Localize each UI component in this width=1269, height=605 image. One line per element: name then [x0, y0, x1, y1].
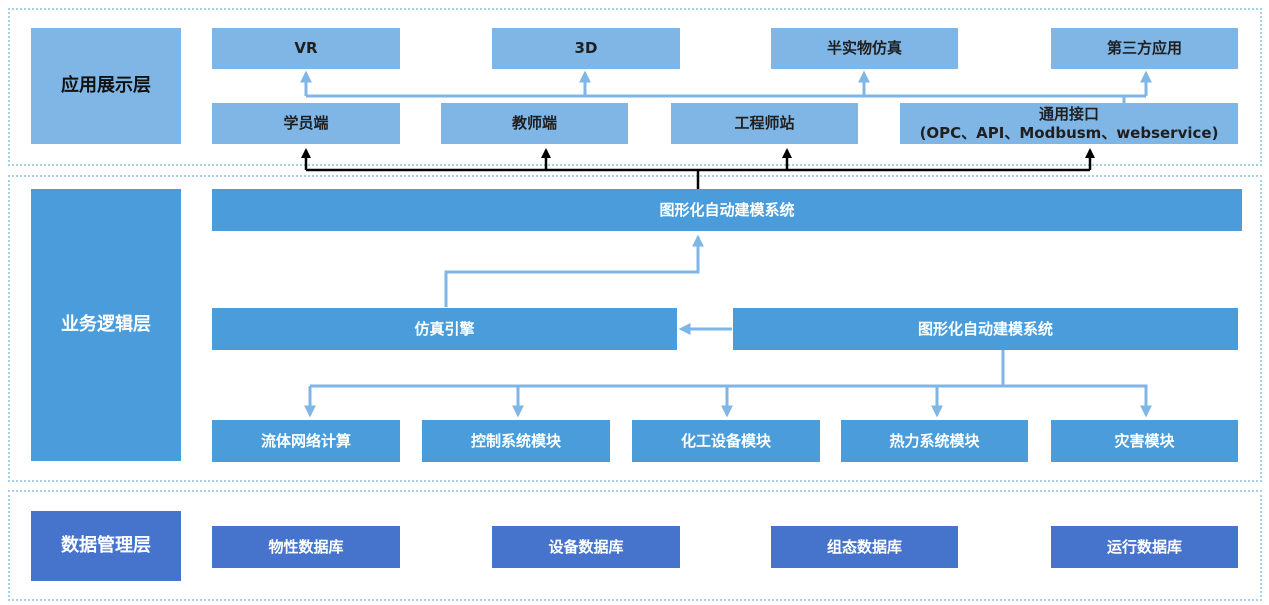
module-chemical-equipment: 化工设备模块	[632, 420, 820, 462]
application-layer-frame	[8, 8, 1262, 166]
modeling-system-box: 图形化自动建模系统	[212, 189, 1242, 231]
hardware-in-loop-box: 半实物仿真	[771, 28, 958, 69]
general-interface-box: 通用接口 (OPC、API、Modbusm、webservice)	[900, 103, 1238, 144]
equipment-database-box: 设备数据库	[492, 526, 680, 568]
logic-layer-frame	[8, 175, 1262, 482]
configuration-database-box: 组态数据库	[771, 526, 958, 568]
engineer-station-box: 工程师站	[671, 103, 858, 144]
simulation-engine-box: 仿真引擎	[212, 308, 677, 350]
third-party-app-box: 第三方应用	[1051, 28, 1238, 69]
property-database-box: 物性数据库	[212, 526, 400, 568]
module-fluid-network: 流体网络计算	[212, 420, 400, 462]
data-layer-frame	[8, 490, 1262, 601]
module-thermal-system: 热力系统模块	[841, 420, 1028, 462]
arrow-to-module-5	[1003, 384, 1152, 418]
general-interface-protocols: (OPC、API、Modbusm、webservice)	[919, 123, 1219, 142]
vr-box: VR	[212, 28, 400, 69]
teacher-terminal-box: 教师端	[441, 103, 628, 144]
general-interface-title: 通用接口	[1038, 104, 1099, 123]
data-layer-label: 数据管理层	[31, 511, 181, 581]
module-distribution-line	[310, 350, 1005, 388]
application-layer-label: 应用展示层	[31, 28, 181, 144]
3d-box: 3D	[492, 28, 680, 69]
module-disaster: 灾害模块	[1051, 420, 1238, 462]
student-terminal-box: 学员端	[212, 103, 400, 144]
logic-layer-label: 业务逻辑层	[31, 189, 181, 461]
engine-to-modeling-arrow	[444, 234, 704, 307]
operation-database-box: 运行数据库	[1051, 526, 1238, 568]
modeling-system-secondary-box: 图形化自动建模系统	[733, 308, 1238, 350]
module-control-system: 控制系统模块	[422, 420, 610, 462]
